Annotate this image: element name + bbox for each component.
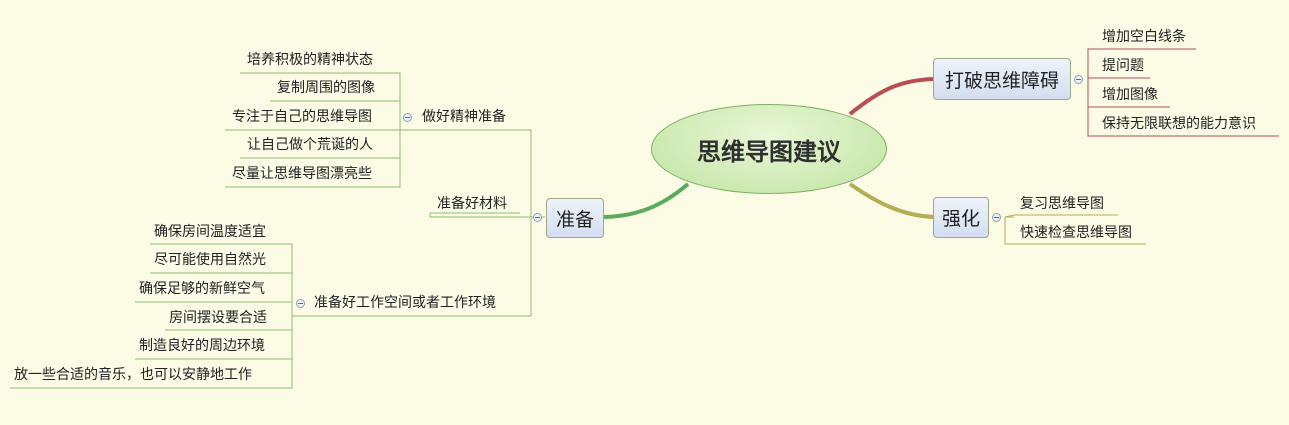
leaf-jingshen-1[interactable]: 培养积极的精神状态	[247, 52, 373, 68]
collapse-toggle-icon[interactable]	[403, 113, 412, 122]
sub-cailiao[interactable]: 准备好材料	[437, 196, 507, 212]
leaf-dapo-1[interactable]: 增加空白线条	[1102, 29, 1186, 45]
leaf-dapo-3[interactable]: 增加图像	[1102, 87, 1158, 103]
leaf-kongjian-3[interactable]: 确保足够的新鲜空气	[139, 281, 265, 297]
leaf-kongjian-4[interactable]: 房间摆设要合适	[169, 310, 267, 326]
sub-kongjian[interactable]: 准备好工作空间或者工作环境	[314, 295, 496, 311]
branch-qianghua[interactable]: 强化	[933, 197, 989, 238]
leaf-dapo-4[interactable]: 保持无限联想的能力意识	[1102, 116, 1256, 132]
leaf-kongjian-6[interactable]: 放一些合适的音乐，也可以安静地工作	[14, 367, 252, 383]
leaf-kongjian-5[interactable]: 制造良好的周边环境	[139, 338, 265, 354]
leaf-jingshen-2[interactable]: 复制周围的图像	[277, 80, 375, 96]
leaf-kongjian-2[interactable]: 尽可能使用自然光	[154, 252, 266, 268]
leaf-jingshen-3[interactable]: 专注于自己的思维导图	[232, 109, 372, 125]
leaf-qianghua-1[interactable]: 复习思维导图	[1020, 196, 1104, 212]
leaf-jingshen-4[interactable]: 让自己做个荒诞的人	[247, 137, 373, 153]
link-to-zhunbei	[603, 182, 690, 219]
collapse-toggle-icon[interactable]	[992, 213, 1001, 222]
sub-jingshen[interactable]: 做好精神准备	[422, 109, 506, 125]
collapse-toggle-icon[interactable]	[1074, 75, 1083, 84]
branch-zhunbei[interactable]: 准备	[546, 198, 604, 238]
link-to-qianghua	[848, 182, 935, 219]
collapse-toggle-icon[interactable]	[296, 299, 305, 308]
leaf-dapo-2[interactable]: 提问题	[1102, 58, 1144, 74]
leaf-kongjian-1[interactable]: 确保房间温度适宜	[154, 224, 266, 240]
leaf-jingshen-5[interactable]: 尽量让思维导图漂亮些	[232, 166, 372, 182]
collapse-toggle-icon[interactable]	[533, 213, 542, 222]
link-to-dapo	[848, 77, 935, 116]
branch-dapo[interactable]: 打破思维障碍	[933, 58, 1071, 100]
leaf-qianghua-2[interactable]: 快速检查思维导图	[1020, 225, 1132, 241]
central-topic[interactable]: 思维导图建议	[651, 104, 887, 194]
